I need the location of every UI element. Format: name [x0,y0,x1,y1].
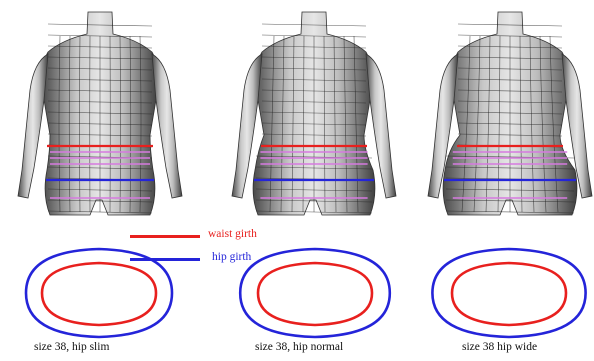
mannequin-slim-svg [0,0,200,230]
caption-normal: size 38, hip normal [255,341,343,353]
girth-cross-section-wide [424,243,594,343]
ring-normal-svg [230,243,400,343]
girth-cross-section-normal [230,243,400,343]
mannequin-wide-svg [410,0,594,230]
caption-slim: size 38, hip slim [34,341,109,353]
ring-slim-svg [14,243,184,343]
girth-cross-section-slim [14,243,184,343]
legend-waist-label: waist girth [208,228,257,240]
caption-wide: size 38 hip wide [462,341,537,353]
legend-waist-line [130,235,200,238]
waist-girth-outline [452,263,566,325]
mannequin-figure-wide [410,0,594,230]
ring-wide-svg [424,243,594,343]
mannequin-figure-slim [0,0,200,230]
left-arm-shape [18,54,48,198]
mannequin-normal-svg [214,0,414,230]
right-arm-shape [152,54,182,198]
waist-girth-outline [42,263,156,325]
waist-girth-outline [258,263,372,325]
mannequin-figure-normal [214,0,414,230]
